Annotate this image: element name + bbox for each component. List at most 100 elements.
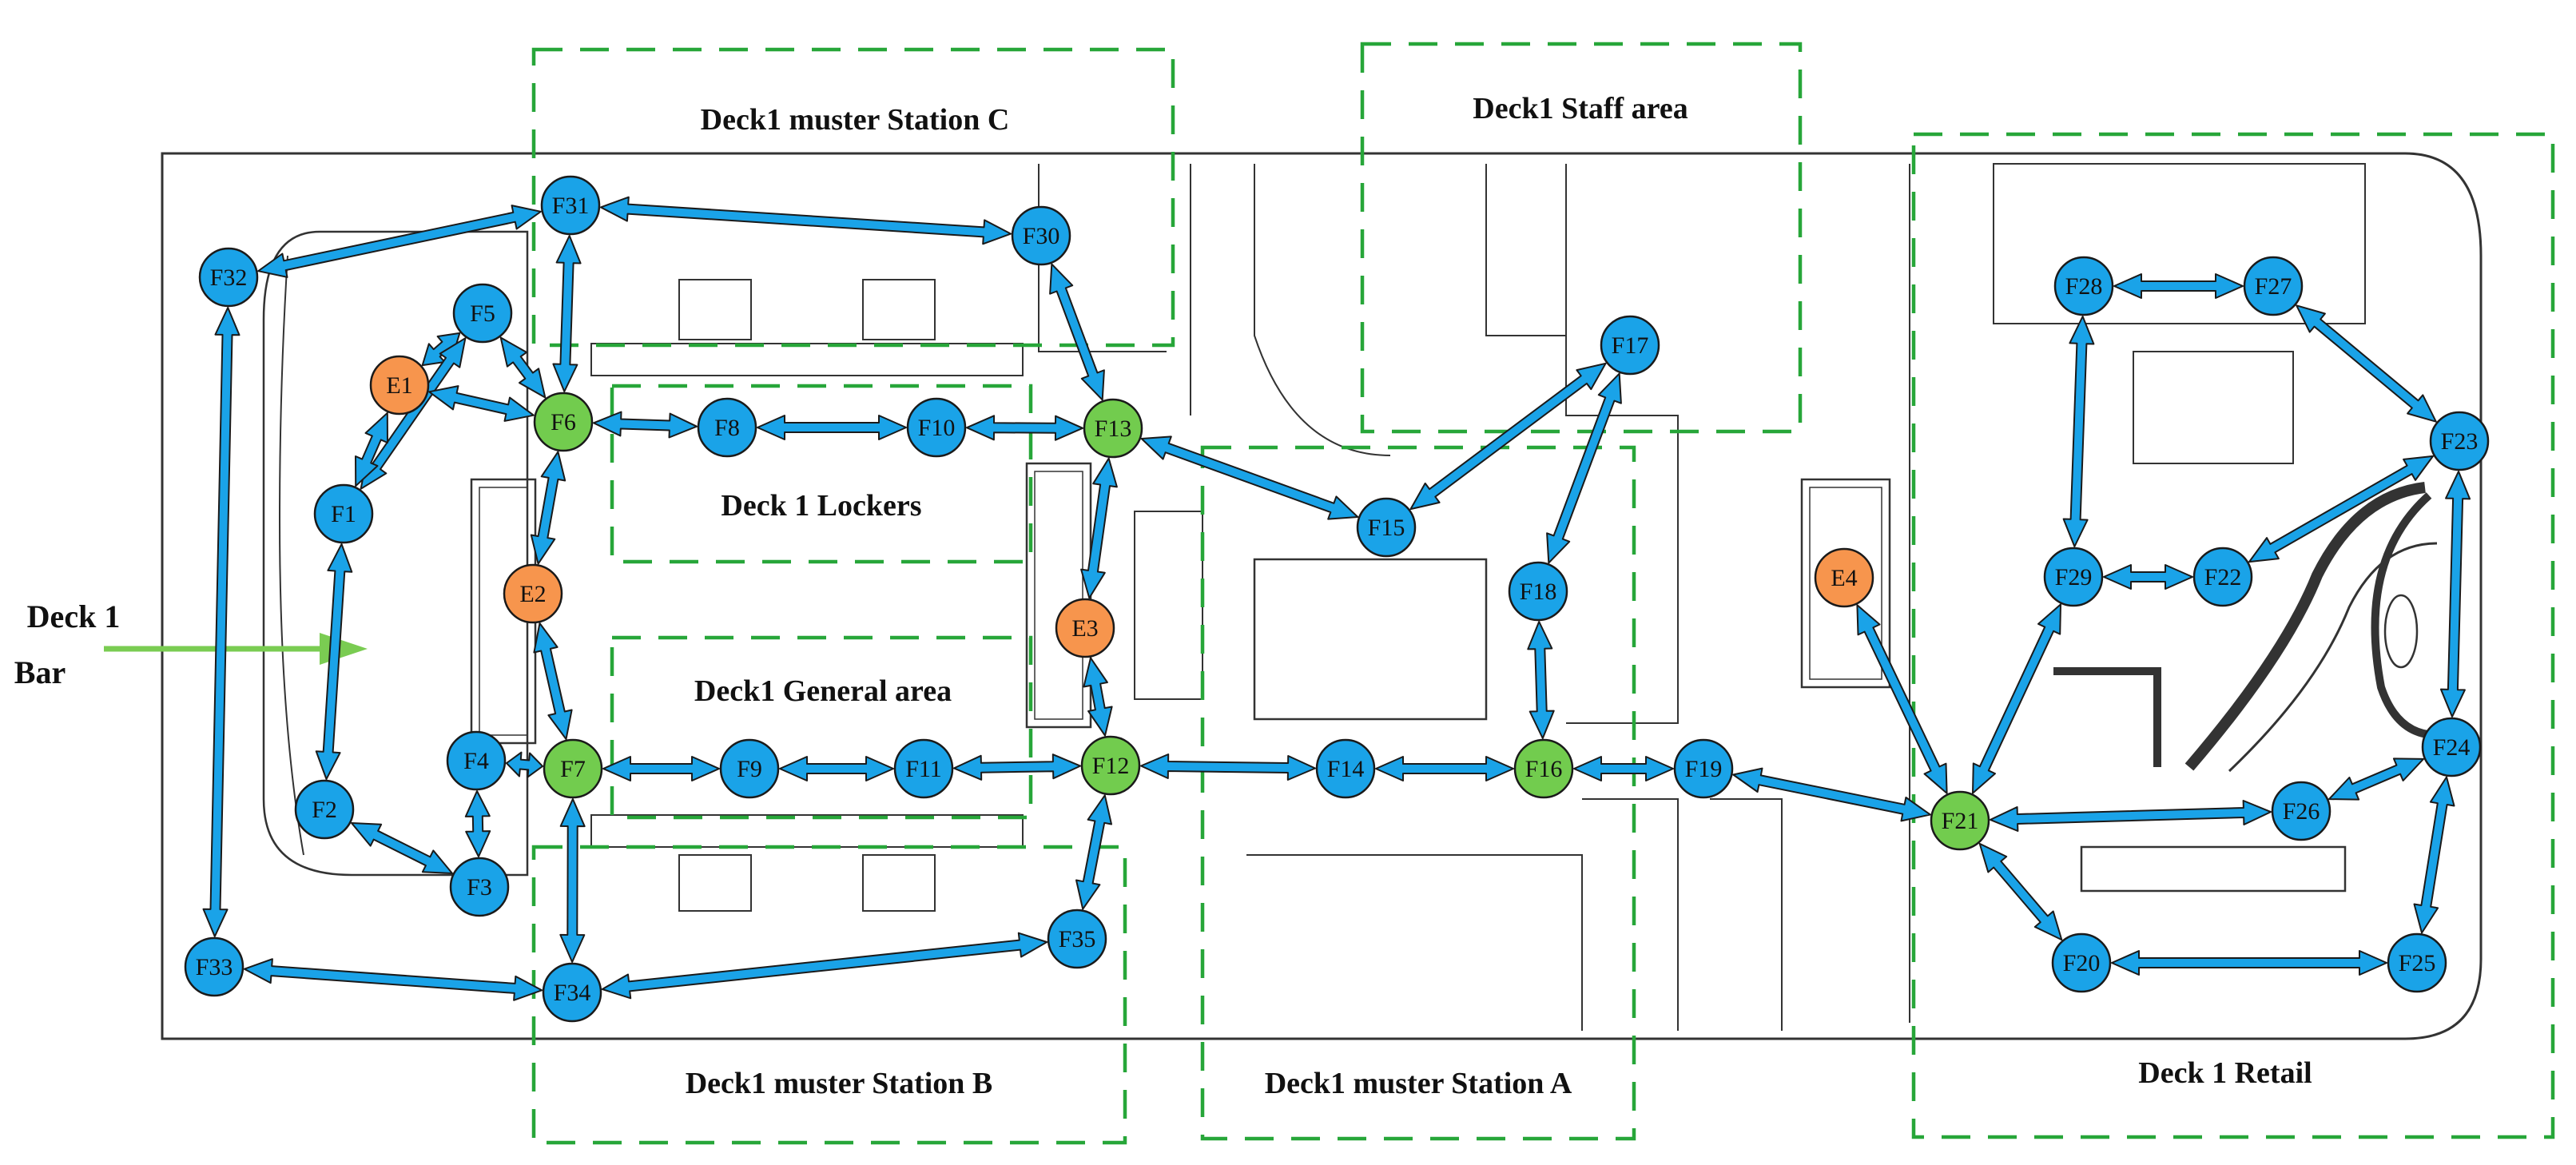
node-f16: F16 (1513, 738, 1574, 799)
node-label-f18: F18 (1520, 579, 1557, 605)
node-label-f4: F4 (463, 748, 489, 774)
node-label-f16: F16 (1525, 756, 1563, 782)
node-label-f2: F2 (312, 797, 337, 823)
node-label-f17: F17 (1612, 332, 1649, 359)
node-f32: F32 (198, 247, 259, 308)
node-circle-f3 (449, 857, 510, 917)
edge-f13-f15 (1140, 435, 1359, 520)
edge-f22-f29 (2103, 564, 2193, 590)
node-circle-e1 (369, 355, 430, 416)
edge-f26-f21 (1990, 800, 2272, 832)
node-f3: F3 (449, 857, 510, 917)
node-f14: F14 (1315, 738, 1376, 799)
zone-station-a (1200, 445, 1636, 1141)
node-circle-f28 (2053, 256, 2114, 316)
node-circle-f35 (1047, 909, 1107, 969)
node-circle-e4 (1814, 547, 1874, 608)
node-label-f9: F9 (737, 756, 762, 782)
edge-f5-f1 (360, 337, 467, 490)
edge-f28-f27 (2113, 273, 2244, 299)
edge-f31-f32 (257, 205, 542, 278)
node-f7: F7 (543, 738, 603, 799)
node-label-f10: F10 (918, 415, 956, 441)
edge-f2-f3 (351, 822, 453, 874)
edge-f25-f24 (2413, 776, 2455, 934)
node-e4: E4 (1814, 547, 1874, 608)
node-circle-f30 (1011, 205, 1071, 266)
node-circle-e2 (503, 563, 563, 624)
node-circle-f11 (893, 738, 954, 799)
node-label-f14: F14 (1327, 756, 1365, 782)
edge-f23-f22 (2248, 455, 2434, 563)
node-label-f6: F6 (551, 409, 576, 435)
node-circle-f2 (294, 779, 355, 840)
edge-f29-f28 (2062, 316, 2095, 547)
node-circle-f1 (313, 483, 374, 544)
edge-f16-f19 (1573, 756, 1674, 781)
edge-f1-f2 (315, 543, 353, 781)
edge-f27-f23 (2296, 304, 2437, 423)
edge-f5-f6 (499, 336, 547, 399)
edge-f35-f12 (1075, 794, 1112, 910)
node-f21: F21 (1930, 790, 1990, 851)
node-circle-e3 (1055, 598, 1115, 658)
node-label-e4: E4 (1831, 565, 1857, 591)
edge-f3-f4 (464, 790, 491, 857)
edge-f31-f30 (599, 196, 1012, 245)
node-e3: E3 (1055, 598, 1115, 658)
label-general-area: Deck1 General area (694, 674, 952, 708)
label-lockers: Deck 1 Lockers (721, 489, 921, 523)
node-label-f7: F7 (560, 756, 586, 782)
node-f23: F23 (2429, 411, 2490, 471)
label-staff-area: Deck1 Staff area (1473, 92, 1688, 125)
edge-f8-f10 (757, 415, 907, 440)
node-circle-f29 (2043, 547, 2104, 607)
node-circle-f34 (542, 962, 602, 1023)
edge-f7-f9 (602, 756, 720, 781)
entry-label-line2: Bar (14, 654, 66, 690)
node-label-f23: F23 (2441, 428, 2479, 455)
node-f11: F11 (893, 738, 954, 799)
node-label-f33: F33 (196, 954, 233, 980)
edge-f17-f18 (1546, 372, 1622, 564)
node-label-f24: F24 (2433, 734, 2471, 761)
edge-f21-f20 (1978, 842, 2063, 941)
node-label-f28: F28 (2065, 273, 2103, 300)
node-label-f35: F35 (1059, 926, 1096, 952)
area-labels: Deck1 muster Station C Deck1 Staff area … (686, 92, 2312, 1100)
node-f31: F31 (540, 175, 601, 236)
node-f33: F33 (184, 936, 244, 997)
node-circle-f23 (2429, 411, 2490, 471)
node-f19: F19 (1673, 738, 1734, 799)
node-label-f27: F27 (2255, 273, 2292, 300)
edge-f9-f11 (779, 756, 894, 781)
zone-station-b (531, 845, 1127, 1145)
node-circle-f26 (2271, 781, 2332, 841)
node-f27: F27 (2243, 256, 2304, 316)
node-label-f3: F3 (467, 874, 492, 901)
node-circle-f14 (1315, 738, 1376, 799)
node-label-f1: F1 (331, 501, 356, 527)
edge-e1-f1 (355, 412, 388, 487)
node-circle-f5 (452, 283, 513, 344)
node-f30: F30 (1011, 205, 1071, 266)
node-circle-f24 (2421, 717, 2482, 777)
node-f6: F6 (533, 392, 594, 452)
node-f28: F28 (2053, 256, 2114, 316)
edge-f33-f34 (243, 958, 543, 1001)
entry-label-line1: Deck 1 (27, 598, 121, 634)
zone-staff-area (1360, 42, 1803, 434)
edge-f23-f24 (2439, 471, 2471, 718)
node-f17: F17 (1600, 315, 1660, 376)
edge-e2-f7 (533, 622, 573, 740)
edge-f11-f12 (953, 753, 1081, 781)
node-f10: F10 (906, 397, 967, 458)
node-circle-f27 (2243, 256, 2304, 316)
node-circle-f7 (543, 738, 603, 799)
edge-f4-f7 (505, 751, 544, 778)
node-label-f15: F15 (1368, 515, 1405, 541)
edge-f30-f13 (1049, 263, 1105, 401)
node-f13: F13 (1083, 398, 1143, 459)
